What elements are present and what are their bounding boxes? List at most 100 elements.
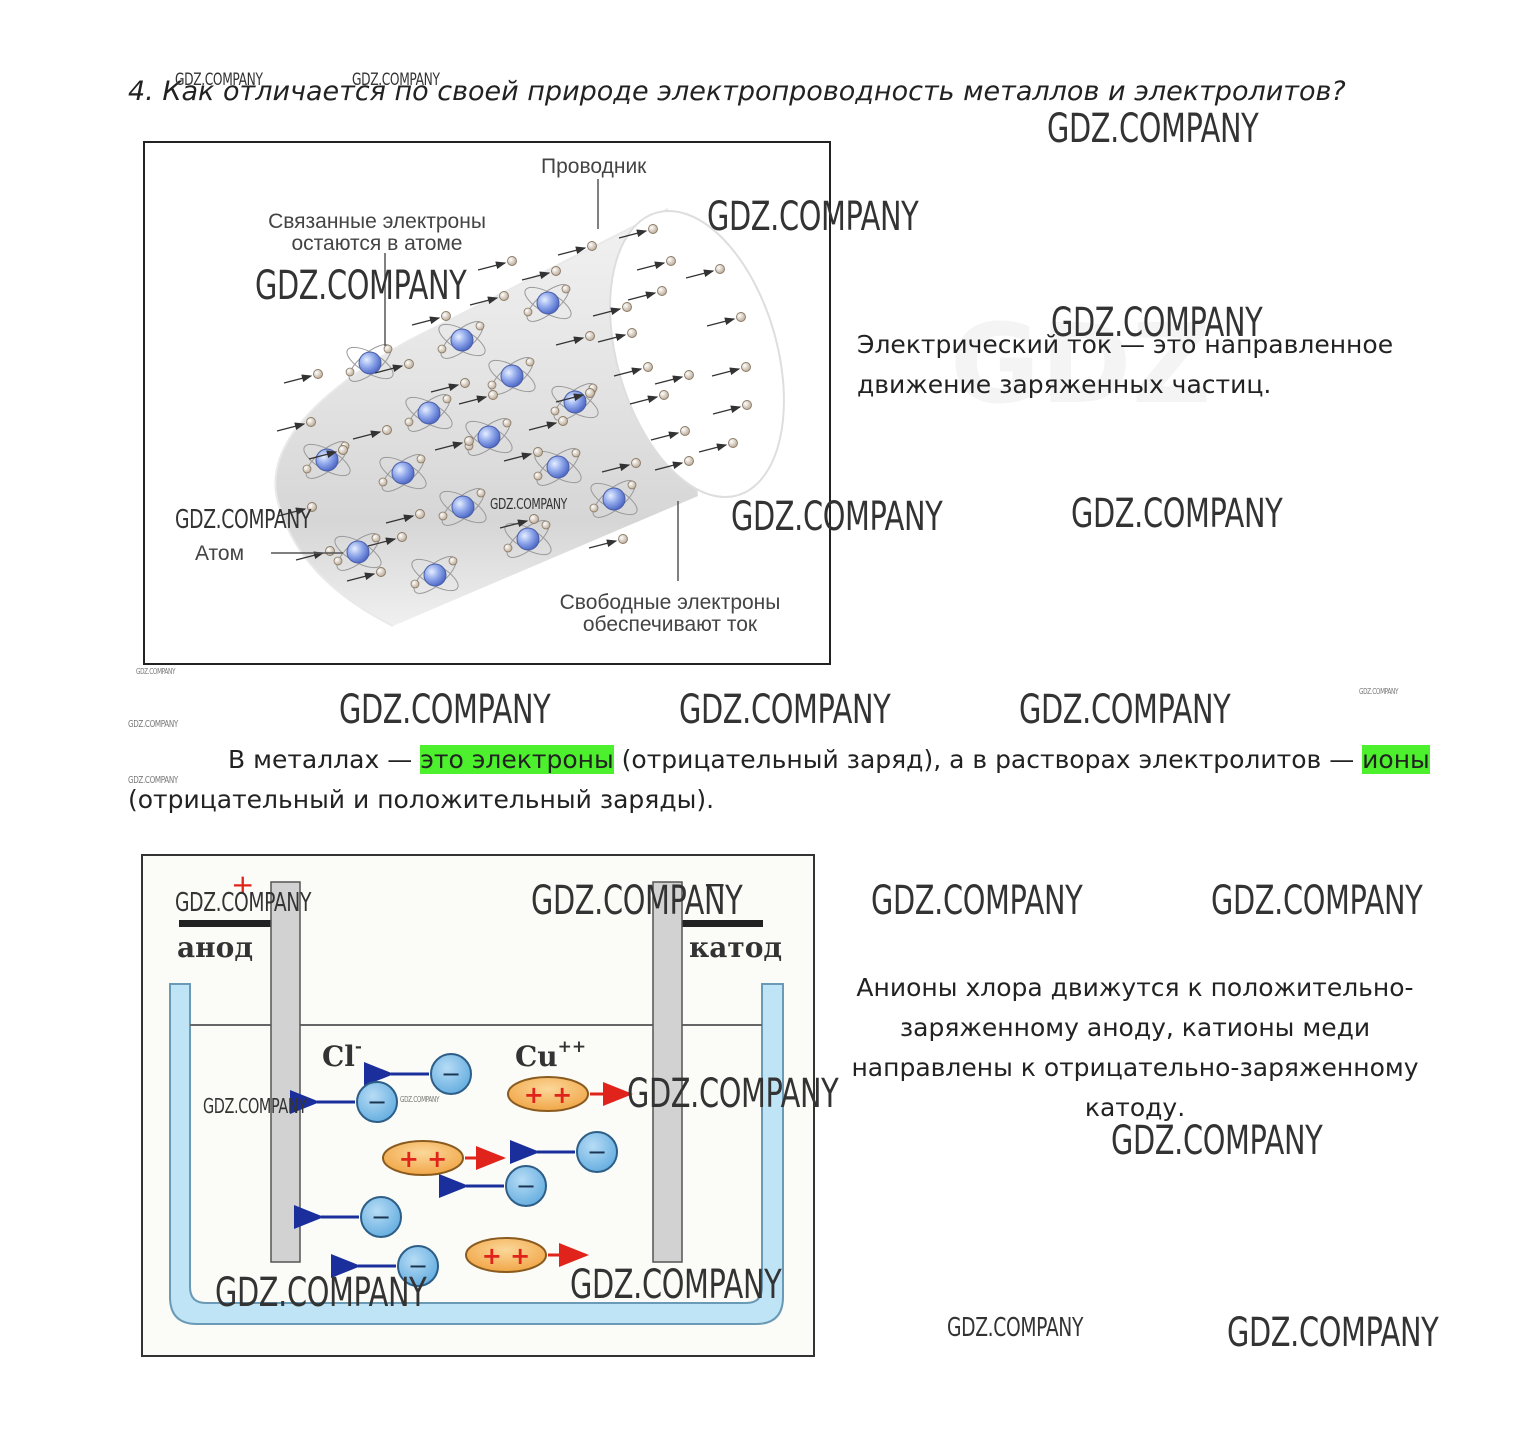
chloride-anion: − — [364, 1053, 472, 1095]
watermark: GDZ.COMPANY — [1051, 300, 1263, 346]
free-electron — [684, 456, 694, 466]
watermark: GDZ.COMPANY — [1111, 1118, 1323, 1164]
watermark: GDZ.COMPANY — [490, 495, 567, 513]
watermark: GDZ.COMPANY — [1071, 491, 1283, 537]
watermark: GDZ.COMPANY — [531, 878, 743, 924]
electron-arrow — [636, 261, 666, 271]
anion-circle — [505, 1165, 547, 1207]
cathode-sign: − — [703, 868, 726, 901]
electron-arrow — [557, 246, 587, 256]
anion-circle — [360, 1196, 402, 1238]
watermark: GDZ.COMPANY — [400, 1095, 440, 1104]
electron-arrow — [613, 367, 643, 377]
free-electron — [585, 388, 595, 398]
explanation-line-2: заряженному аноду, катионы меди — [899, 1013, 1371, 1042]
electron-arrow — [555, 393, 585, 403]
free-electron — [464, 436, 474, 446]
explanation-text: Анионы хлора движутся к положительно- за… — [850, 968, 1420, 1128]
question-title: 4. Как отличается по своей природе элект… — [128, 76, 1346, 107]
explanation-line-1: Анионы хлора движутся к положительно- — [856, 973, 1414, 1002]
electron-arrow — [477, 261, 507, 271]
electrolysis-figure: + − анод катод Cl- Cu++ −−−−−−+ ++ ++ + — [141, 854, 815, 1357]
watermark: GDZ.COMPANY — [627, 1071, 839, 1117]
free-electron — [415, 509, 425, 519]
ions-group: −−−−−−+ ++ ++ + — [290, 1053, 633, 1287]
free-electron — [338, 445, 348, 455]
answer-part-2: (отрицательный заряд), а в растворах эле… — [613, 745, 1363, 774]
free-electron — [441, 311, 451, 321]
anion-sign: − — [371, 1203, 391, 1231]
watermark: GDZ.COMPANY — [128, 775, 178, 786]
anode-electrode — [270, 881, 301, 1263]
anion-sign: − — [441, 1060, 461, 1088]
electron-arrow — [503, 452, 533, 462]
explanation-line-4: катоду. — [1084, 1093, 1186, 1122]
watermark: GDZ.COMPANY — [1211, 878, 1423, 924]
conductor-body — [275, 209, 698, 626]
free-electrons-label-line1: Свободные электроны — [560, 591, 781, 614]
electron-arrow — [277, 507, 307, 517]
definition-line-1: Электрический ток — это направленное — [857, 330, 1394, 359]
chloride-anion: − — [290, 1081, 398, 1123]
vessel — [169, 983, 784, 1325]
watermark: GDZ.COMPANY — [1019, 687, 1231, 733]
cation-ellipse — [465, 1237, 547, 1273]
electron-arrow — [654, 461, 684, 471]
electron-arrow — [654, 375, 684, 385]
free-electron — [558, 416, 568, 426]
free-electron — [715, 264, 725, 274]
anion-circle — [397, 1245, 439, 1287]
free-electron — [533, 447, 543, 457]
conductor-figure: Проводник Связанные электроны остаются в… — [143, 141, 831, 665]
definition-text: Электрический ток — это направленное дви… — [857, 325, 1393, 405]
cation-ellipse — [507, 1076, 589, 1112]
electron-arrow — [458, 395, 488, 405]
free-electron — [684, 370, 694, 380]
free-electron — [627, 328, 637, 338]
conductor-label: Проводник — [541, 155, 647, 178]
cathode-label: катод — [689, 931, 782, 964]
electron-arrow — [601, 463, 631, 473]
atom — [438, 488, 487, 526]
free-electron — [306, 417, 316, 427]
free-electron — [460, 378, 470, 388]
free-electron — [313, 369, 323, 379]
electron-arrow — [555, 336, 585, 346]
anion-sign: − — [367, 1088, 387, 1116]
electron-arrow — [499, 519, 529, 529]
electron-arrow — [712, 405, 742, 415]
watermark: GDZ.COMPANY — [947, 1313, 1084, 1343]
electron-arrow — [685, 269, 715, 279]
chloride-anion: − — [510, 1131, 618, 1173]
atom-label: Атом — [195, 542, 244, 565]
free-electron — [499, 291, 509, 301]
electron-arrow — [597, 333, 627, 343]
watermark: GDZ.COMPANY — [215, 1270, 427, 1316]
watermark: GDZ.COMPANY — [339, 687, 551, 733]
electron-arrow — [411, 316, 441, 326]
anion-sign: − — [516, 1172, 536, 1200]
free-electron — [643, 362, 653, 372]
electron-arrow — [374, 364, 404, 374]
atom — [333, 533, 382, 571]
copper-cation: + + — [465, 1237, 589, 1273]
answer-highlight-electrons: это электроны — [420, 745, 614, 774]
chloride-ion-label: Cl- — [322, 1037, 362, 1073]
watermark: GDZ.COMPANY — [255, 263, 467, 309]
watermark: GDZ.COMPANY — [707, 194, 919, 240]
atom — [589, 480, 638, 518]
electron-arrow — [276, 422, 306, 432]
answer-line-2: (отрицательный и положительный заряды). — [128, 785, 715, 814]
cathode-electrode — [652, 881, 683, 1263]
bound-electrons-label-line2: остаются в атоме — [291, 232, 462, 255]
free-electron — [618, 534, 628, 544]
atom — [410, 556, 459, 594]
free-electron — [585, 331, 595, 341]
free-electron — [307, 502, 317, 512]
atom — [378, 454, 427, 492]
electron-arrow — [588, 539, 618, 549]
atom — [345, 344, 394, 382]
answer-part-1: В металлах — — [228, 745, 421, 774]
copper-cation: + + — [507, 1076, 633, 1112]
electron-arrow — [706, 317, 736, 327]
